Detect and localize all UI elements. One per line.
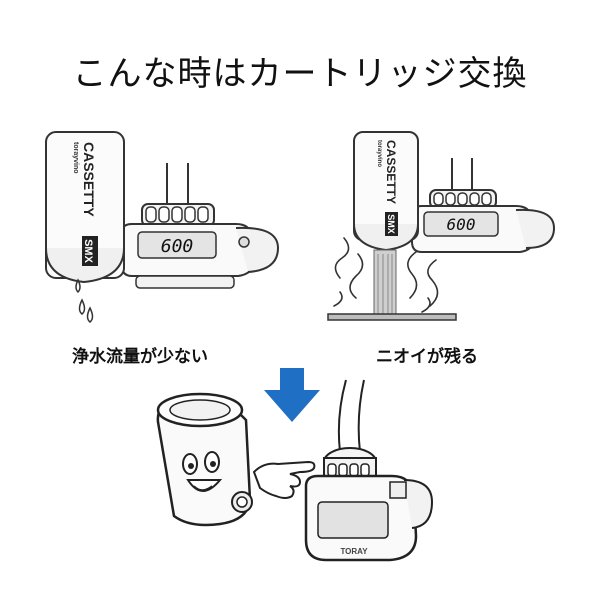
odor-illustration: 600 torayvino CASSETTY SMX (327, 131, 556, 321)
faucet-brand: TORAY (340, 547, 368, 556)
odor-cartridge-model: SMX (386, 214, 396, 234)
pointing-hand-icon (252, 460, 316, 499)
replacement-illustration: TORAY (150, 376, 450, 596)
low-flow-cartridge-brand: CASSETTY (81, 142, 97, 217)
low-flow-cartridge-brand-small: torayvino (72, 142, 79, 174)
page-title: こんな時はカートリッジ交換 (72, 54, 528, 94)
faucet-icon: TORAY (304, 447, 434, 562)
water-drip-icon (75, 278, 94, 323)
low-flow-panel: 600 torayvino CASSETTY SMX (40, 128, 310, 328)
odor-panel: 600 torayvino CASSETTY SMX (326, 128, 566, 328)
odor-swirl-icon (333, 237, 439, 313)
odor-display-value: 600 (447, 215, 476, 234)
low-flow-display-value: 600 (161, 236, 194, 257)
low-flow-illustration: 600 torayvino CASSETTY SMX (45, 131, 280, 323)
odor-caption: ニオイが残る (376, 347, 478, 367)
odor-cartridge-brand: CASSETTY (384, 140, 398, 204)
smiling-cartridge-icon (156, 392, 253, 527)
low-flow-caption: 浄水流量が少ない (72, 347, 208, 367)
low-flow-cartridge-model: SMX (82, 239, 94, 264)
down-arrow-icon (262, 368, 322, 424)
odor-cartridge-brand-small: torayvino (376, 140, 382, 167)
